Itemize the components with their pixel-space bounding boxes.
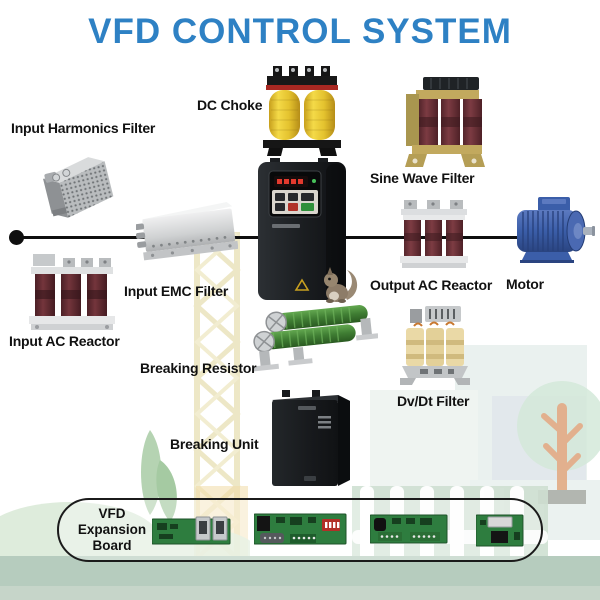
motor-image: [517, 197, 595, 263]
input-ac-reactor-label: Input AC Reactor: [9, 333, 120, 349]
page-title: VFD CONTROL SYSTEM: [88, 12, 512, 51]
input-harmonics-filter-label: Input Harmonics Filter: [11, 120, 156, 136]
dv-dt-filter-image: [400, 306, 470, 385]
tree-background: [517, 381, 600, 504]
vfd-expansion-board-label-line3: Board: [92, 538, 132, 553]
sine-wave-filter-image: [405, 77, 485, 167]
breaking-resistor-image: [252, 305, 378, 372]
dc-choke-image: [263, 66, 341, 156]
expansion-board-pcb-relay: [476, 514, 524, 547]
bottom-band-light: [0, 586, 600, 600]
input-harmonics-filter-image: [43, 157, 114, 218]
dv-dt-filter-label: Dv/Dt Filter: [397, 393, 470, 409]
output-ac-reactor-image: [400, 200, 468, 268]
expansion-board-pcb-usb: [152, 516, 231, 545]
input-emc-filter-image: [136, 201, 238, 261]
expansion-board-pcb-io: [254, 513, 347, 545]
line-start-dot: [9, 230, 24, 245]
sine-wave-filter-label: Sine Wave Filter: [370, 170, 475, 186]
dc-choke-label: DC Choke: [197, 97, 263, 113]
output-ac-reactor-label: Output AC Reactor: [370, 277, 493, 293]
input-ac-reactor-image: [29, 254, 115, 330]
vfd-expansion-board-label-line1: VFD: [98, 506, 126, 521]
vfd-drive-image: [258, 158, 346, 300]
breaking-unit-image: [272, 390, 350, 486]
breaking-resistor-label: Breaking Resistor: [140, 360, 257, 376]
expansion-board-pcb-terminal: [370, 514, 448, 544]
breaking-unit-label: Breaking Unit: [170, 436, 259, 452]
vfd-expansion-board-label-line2: Expansion: [77, 522, 147, 537]
input-emc-filter-label: Input EMC Filter: [124, 283, 229, 299]
vfd-expansion-board-label: VFD Expansion Board: [64, 506, 160, 554]
motor-label: Motor: [506, 276, 544, 292]
squirrel-image: [324, 267, 358, 303]
